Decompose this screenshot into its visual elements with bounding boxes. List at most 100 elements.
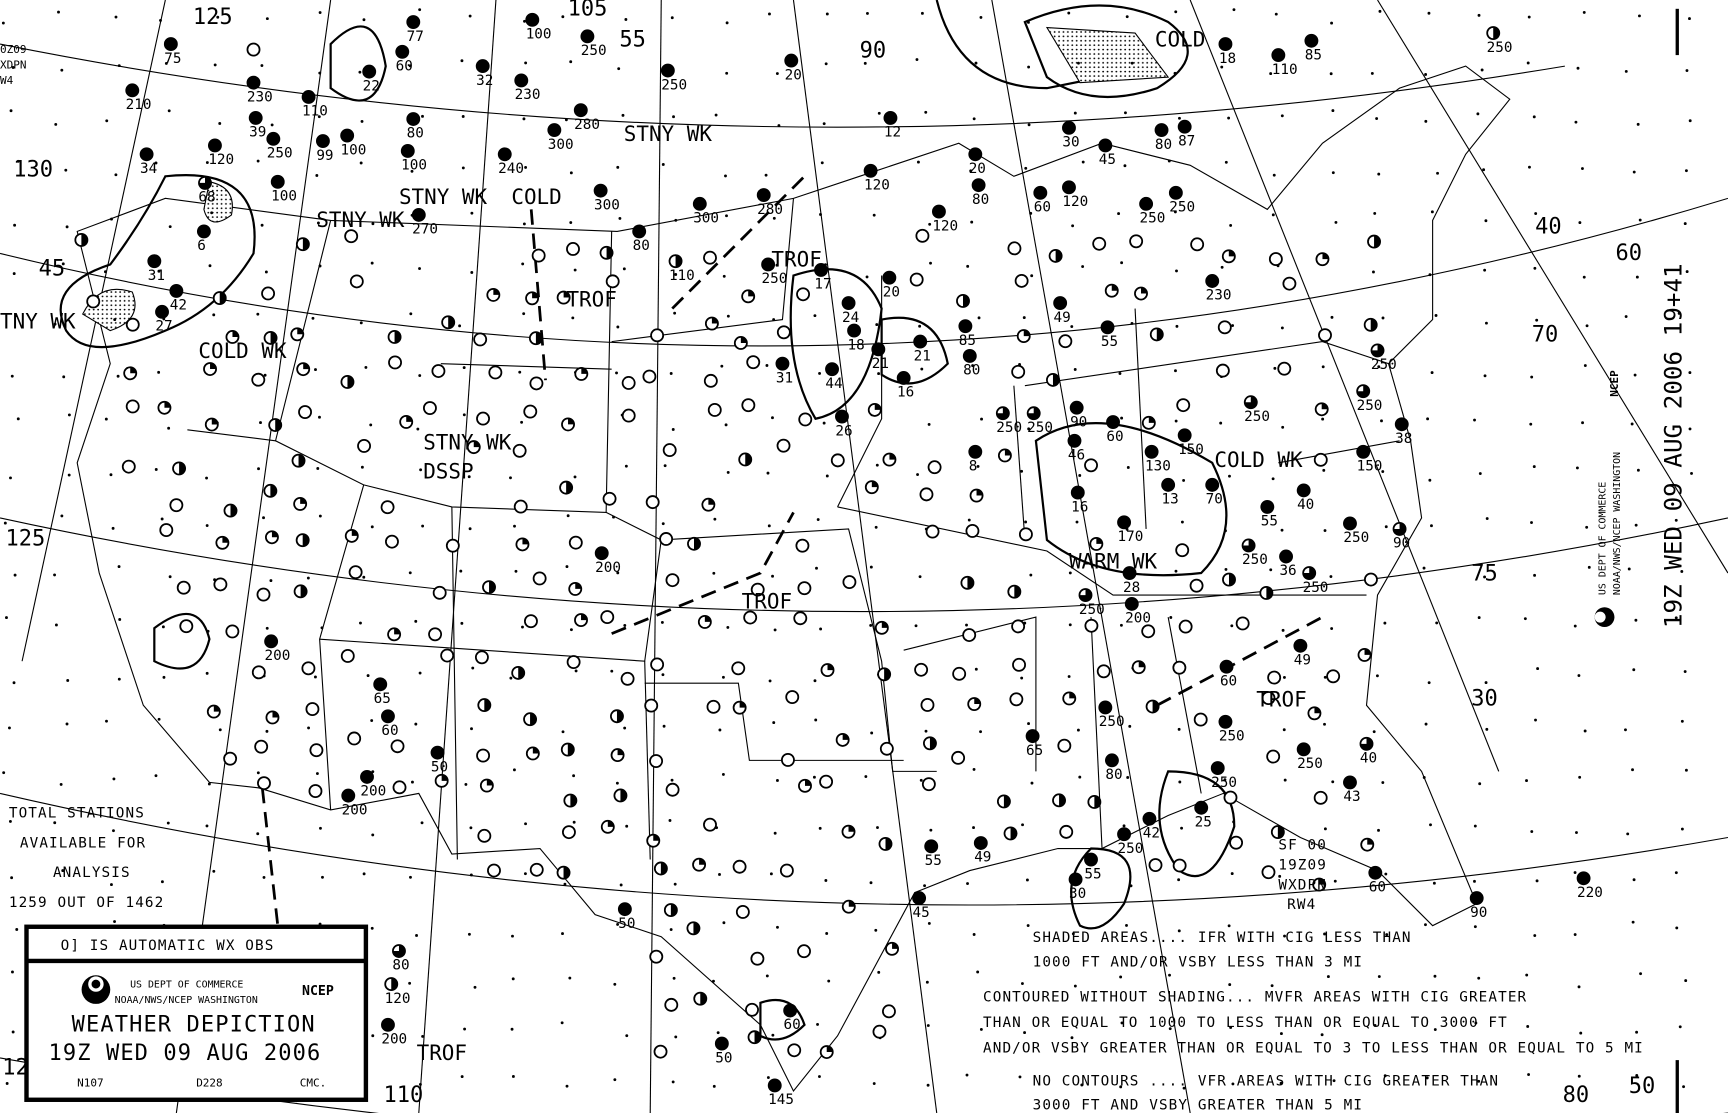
grid-dot bbox=[12, 681, 16, 685]
automatic-obs-legend: O] IS AUTOMATIC WX OBS bbox=[61, 938, 275, 954]
station-plot: 55 bbox=[1100, 320, 1118, 350]
grid-dot bbox=[820, 161, 824, 165]
grid-dot bbox=[1532, 115, 1536, 119]
station-plot bbox=[1266, 749, 1281, 764]
sky-cover-icon bbox=[476, 411, 490, 426]
sky-cover-icon bbox=[561, 825, 576, 840]
grid-dot bbox=[1579, 1031, 1583, 1035]
station-plot bbox=[390, 739, 405, 754]
station-plot: 250 bbox=[1218, 714, 1245, 745]
ceiling-label: 250 bbox=[1371, 357, 1397, 373]
grid-dot bbox=[1227, 116, 1231, 120]
grid-dot bbox=[8, 819, 12, 823]
sky-cover-icon bbox=[835, 409, 849, 424]
grid-dot bbox=[521, 262, 525, 266]
grid-label: 80 bbox=[1563, 1083, 1590, 1108]
ceiling-label: 87 bbox=[1178, 133, 1195, 149]
grid-dot bbox=[1473, 925, 1477, 929]
grid-dot bbox=[573, 475, 577, 479]
grid-dot bbox=[157, 717, 161, 721]
shaded-line1: SHADED AREAS.... IFR WITH CIG LESS THAN bbox=[1033, 930, 1412, 946]
grid-dot bbox=[822, 421, 826, 425]
ceiling-label: 13 bbox=[1162, 492, 1179, 508]
grid-dot bbox=[979, 15, 983, 19]
ceiling-label: 250 bbox=[1117, 841, 1143, 857]
grid-dot bbox=[1435, 621, 1439, 625]
station-plot bbox=[1149, 327, 1164, 342]
sky-cover-icon bbox=[915, 228, 930, 243]
ceiling-label: 110 bbox=[669, 268, 695, 284]
grid-dot bbox=[977, 316, 981, 320]
station-plot: 25 bbox=[1194, 800, 1212, 830]
grid-dot bbox=[1527, 1073, 1531, 1076]
grid-dot bbox=[1071, 224, 1075, 228]
station-plot bbox=[743, 610, 758, 625]
grid-dot bbox=[574, 669, 578, 673]
grid-dot bbox=[524, 165, 528, 169]
sky-cover-icon bbox=[750, 582, 765, 597]
ceiling-label: 120 bbox=[1062, 194, 1088, 210]
sky-cover-icon bbox=[920, 698, 935, 712]
ncep-logo: NCEP bbox=[302, 984, 334, 999]
grid-dot bbox=[1674, 871, 1678, 875]
ceiling-label: 145 bbox=[768, 1092, 794, 1108]
station-plot bbox=[568, 535, 583, 550]
grid-dot bbox=[1280, 326, 1284, 330]
ceiling-label: 34 bbox=[140, 161, 157, 177]
station-plot bbox=[909, 272, 924, 287]
grid-dot bbox=[524, 822, 527, 826]
grid-dot bbox=[1182, 1086, 1186, 1090]
station-plot bbox=[750, 582, 765, 597]
grid-dot bbox=[712, 1084, 716, 1088]
sky-cover-icon bbox=[1009, 692, 1024, 707]
sky-cover-icon bbox=[1067, 433, 1082, 448]
sky-cover-icon bbox=[270, 174, 285, 189]
grid-dot bbox=[720, 364, 724, 368]
station-plot bbox=[528, 331, 543, 346]
grid-dot bbox=[1175, 269, 1178, 273]
grid-dot bbox=[1582, 275, 1586, 279]
grid-dot bbox=[306, 576, 310, 580]
station-plot bbox=[731, 661, 746, 676]
grid-dot bbox=[1174, 10, 1178, 14]
grid-dot bbox=[1230, 624, 1234, 628]
station-plot bbox=[841, 899, 856, 914]
station-plot bbox=[344, 528, 359, 543]
grid-dot bbox=[918, 575, 922, 579]
grid-dot bbox=[1027, 427, 1031, 431]
station-plot bbox=[921, 777, 936, 792]
header-id-line: XDPN bbox=[0, 58, 27, 71]
grid-dot bbox=[1528, 165, 1531, 169]
grid-dot bbox=[1578, 775, 1582, 779]
station-plot: 300 bbox=[547, 123, 574, 153]
grid-dot bbox=[318, 514, 322, 518]
station-plot bbox=[399, 414, 414, 429]
grid-dot bbox=[1279, 1032, 1283, 1036]
station-plot: 30 bbox=[1068, 872, 1086, 902]
grid-dot bbox=[819, 627, 823, 631]
grid-dot bbox=[1331, 109, 1335, 113]
station-plot bbox=[1357, 647, 1372, 662]
sky-cover-icon bbox=[385, 534, 399, 549]
grid-dot bbox=[260, 64, 264, 67]
grid-dot bbox=[471, 666, 475, 670]
station-plot: 24 bbox=[841, 296, 859, 326]
station-plot bbox=[780, 753, 795, 767]
sky-cover-icon bbox=[797, 581, 812, 596]
grid-dot bbox=[863, 61, 867, 65]
station-plot: 250 bbox=[1078, 588, 1105, 618]
sky-cover-icon bbox=[309, 743, 324, 758]
station-plot bbox=[599, 245, 614, 260]
sky-cover-icon bbox=[1576, 871, 1591, 886]
front-label: COLD WK bbox=[198, 339, 287, 363]
sky-cover-icon bbox=[921, 777, 936, 792]
grid-dot bbox=[1631, 920, 1635, 924]
sky-cover-icon bbox=[971, 178, 986, 193]
grid-dot bbox=[205, 476, 208, 480]
grid-dot bbox=[815, 566, 818, 570]
grid-dot bbox=[1573, 933, 1577, 936]
sky-cover-icon bbox=[121, 459, 136, 474]
sky-cover-icon bbox=[1172, 660, 1187, 675]
station-plot bbox=[1326, 669, 1341, 684]
grid-dot bbox=[565, 565, 569, 569]
